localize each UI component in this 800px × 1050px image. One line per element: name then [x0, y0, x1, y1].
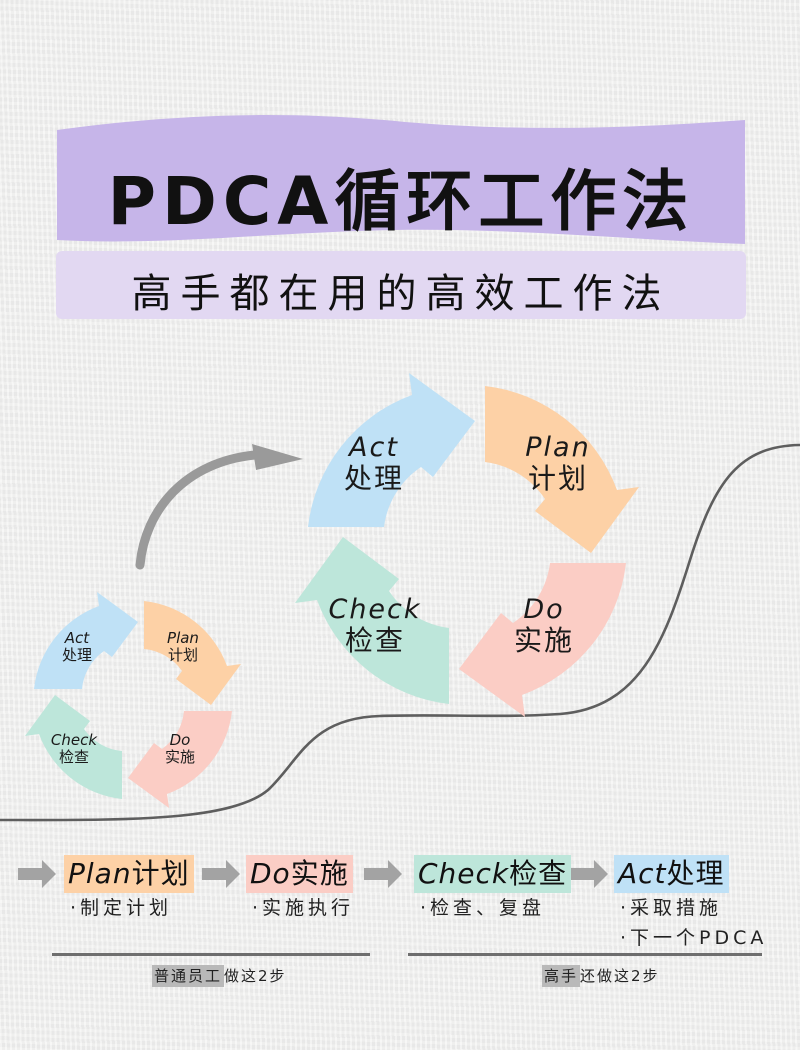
small-act-label: Act 处理	[61, 629, 92, 665]
page-title: PDCA循环工作法	[107, 163, 695, 240]
small-check-label: Check 检查	[50, 731, 98, 767]
small-do-label: Do 实施	[164, 731, 195, 767]
small-plan-label: Plan 计划	[167, 629, 199, 665]
flow-arrow-icon-4	[570, 860, 608, 888]
subtitle-banner: 高手都在用的高效工作法	[56, 251, 746, 319]
big-plan-segment	[485, 386, 639, 553]
flow-arrows	[18, 860, 608, 888]
flow-arrow-icon-3	[364, 860, 402, 888]
big-check-segment	[295, 537, 449, 704]
step-do-item: ·实施执行	[252, 897, 355, 919]
step-do: Do实施 ·实施执行	[246, 855, 354, 923]
caption-left: 普通员工做这2步	[152, 965, 287, 987]
title-banner-shape	[57, 115, 745, 244]
divider-right	[408, 953, 762, 956]
big-cycle	[295, 373, 639, 717]
caption-right-highlight: 高手	[542, 965, 581, 987]
step-do-heading: Do实施	[246, 855, 353, 893]
step-plan-item: ·制定计划	[70, 897, 173, 919]
big-check-label: Check 检查	[328, 594, 422, 658]
step-check-heading: Check检查	[414, 855, 572, 893]
step-check: Check检查 ·检查、复盘	[414, 855, 572, 923]
flow-arrow-icon-1	[18, 860, 56, 888]
step-plan: Plan计划 ·制定计划	[64, 855, 194, 923]
caption-right: 高手还做这2步	[542, 965, 660, 987]
step-act-item-1: ·采取措施	[620, 897, 723, 919]
small-check-segment	[25, 695, 122, 799]
step-act-heading: Act处理	[614, 855, 729, 893]
big-plan-label: Plan 计划	[525, 432, 591, 496]
title-banner: PDCA循环工作法	[55, 112, 747, 247]
big-act-label: Act 处理	[343, 432, 404, 496]
caption-left-highlight: 普通员工	[152, 965, 225, 987]
upgrade-arrow-icon	[135, 444, 303, 570]
flow-arrow-icon-2	[202, 860, 240, 888]
big-do-label: Do 实施	[513, 594, 574, 658]
big-act-segment	[308, 373, 475, 527]
step-act: Act处理 ·采取措施 ·下一个PDCA	[614, 855, 767, 953]
page-subtitle: 高手都在用的高效工作法	[131, 271, 671, 317]
step-act-item-2: ·下一个PDCA	[620, 927, 768, 949]
divider-left	[52, 953, 370, 956]
small-cycle	[25, 592, 241, 808]
small-act-segment	[34, 592, 138, 689]
big-do-segment	[459, 563, 626, 717]
step-check-item: ·检查、复盘	[420, 897, 546, 919]
growth-curve	[0, 443, 800, 822]
step-plan-heading: Plan计划	[64, 855, 194, 893]
small-plan-segment	[144, 601, 241, 705]
small-do-segment	[128, 711, 232, 808]
